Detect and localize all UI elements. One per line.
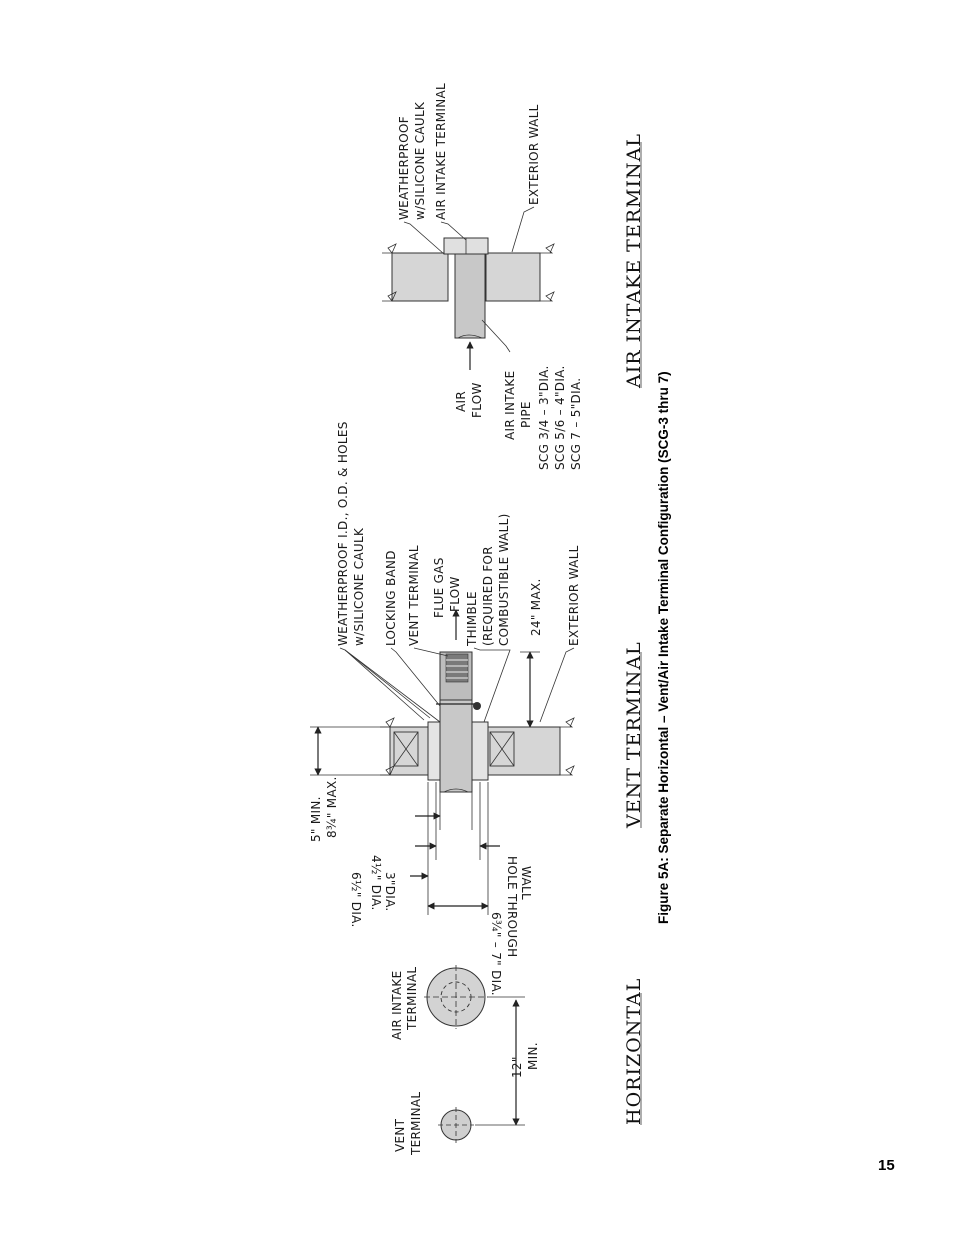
air-intake-label-line1: AIR INTAKE (390, 971, 404, 1040)
hole-dia: 6¾" – 7" DIA. (489, 912, 503, 996)
ai-pipe-line2: PIPE (519, 401, 533, 428)
horizontal-heading: HORIZONTAL (623, 978, 645, 1125)
ai-weatherproof-line2: w/SILICONE CAULK (413, 101, 427, 220)
hole-line1: HOLE THROUGH (505, 856, 519, 957)
vent-terminal-label-line1: VENT (393, 1118, 407, 1152)
hole-line2: WALL (519, 866, 533, 900)
vent-exterior-wall-label: EXTERIOR WALL (567, 545, 581, 646)
weatherproof-line2: w/SILICONE CAULK (352, 527, 366, 646)
ai-exterior-wall-label: EXTERIOR WALL (527, 104, 541, 205)
dim-3-dia: 3"DIA. (383, 872, 397, 912)
vent-terminal-symbol (438, 1107, 474, 1143)
weatherproof-line1: WEATHERPROOF I.D., O.D. & HOLES (336, 421, 350, 646)
vent-terminal-heading: VENT TERMINAL (623, 641, 645, 829)
vent-pipe-assembly (427, 651, 489, 793)
thimble-line2: (REQUIRED FOR (481, 546, 495, 646)
dim-5-min: 5" MIN. (309, 796, 323, 842)
ai-terminal-label: AIR INTAKE TERMINAL (434, 83, 448, 220)
scg-7: SCG 7 – 5"DIA. (569, 378, 583, 470)
air-intake-section: AIR INTAKE TERMINAL WEATHERPROOF w/SILIC… (382, 83, 645, 470)
scg-34: SCG 3/4 – 3"DIA. (537, 365, 551, 470)
air-intake-exterior-wall (382, 243, 555, 302)
spacing-dimension: 12" MIN. (475, 996, 540, 1126)
air-intake-label-line2: TERMINAL (405, 967, 419, 1031)
spacing-label-line1: 12" (510, 1056, 524, 1078)
vent-callouts: WEATHERPROOF I.D., O.D. & HOLES w/SILICO… (336, 421, 581, 728)
air-flow-line1: AIR (454, 391, 468, 412)
dim-4-dia: 4½" DIA. (369, 855, 383, 911)
vent-terminal-section: VENT TERMINAL (309, 421, 645, 996)
air-intake-callouts: WEATHERPROOF w/SILICONE CAULK AIR INTAKE… (397, 83, 583, 470)
flue-gas-line1: FLUE GAS (432, 557, 446, 618)
air-intake-terminal-symbol (424, 965, 488, 1029)
thimble-line3: COMBUSTIBLE WALL) (497, 513, 511, 646)
air-intake-pipe-assembly (443, 237, 489, 339)
scg-56: SCG 5/6 – 4"DIA. (553, 365, 567, 470)
figure-caption: Figure 5A: Separate Horizontal – Vent/Ai… (656, 371, 671, 924)
horizontal-section: HORIZONTAL VENT TERMINAL AIR INTAKE TERM… (390, 965, 645, 1156)
dim-8-max: 8¾" MAX. (325, 776, 339, 838)
air-intake-heading: AIR INTAKE TERMINAL (623, 133, 645, 389)
vent-terminal-callout: VENT TERMINAL (407, 545, 421, 646)
page-number: 15 (878, 1157, 895, 1174)
vent-dimensions: 5" MIN. 8¾" MAX. 3"DIA. 4½" DIA. 6½" DIA… (309, 726, 533, 996)
locking-band-label: LOCKING BAND (384, 550, 398, 646)
dim-6-dia: 6½" DIA. (349, 872, 363, 928)
spacing-label-line2: MIN. (526, 1042, 540, 1070)
ai-pipe-line1: AIR INTAKE (503, 371, 517, 440)
thimble-line1: THIMBLE (465, 591, 479, 647)
air-flow-line2: FLOW (470, 382, 484, 418)
flue-gas-line2: FLOW (448, 576, 462, 612)
ai-weatherproof-line1: WEATHERPROOF (397, 116, 411, 220)
max-24-label: 24" MAX. (529, 578, 543, 636)
vent-terminal-label-line2: TERMINAL (409, 1092, 423, 1156)
